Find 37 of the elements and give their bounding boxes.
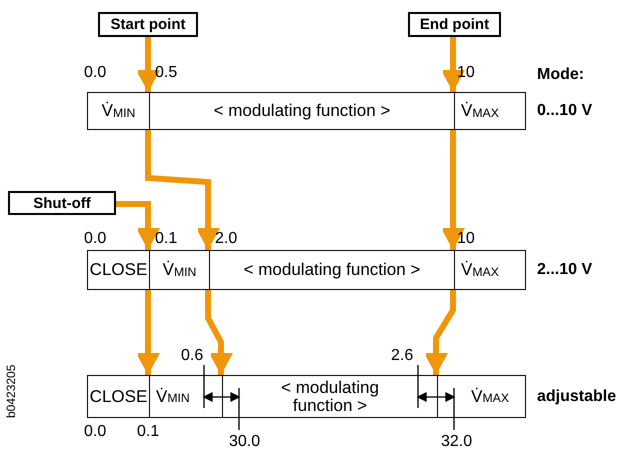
arrow <box>441 130 465 250</box>
scale-bar <box>87 375 526 418</box>
scale-value: 0.1 <box>155 230 178 248</box>
segment-label: < modulating function > <box>280 378 380 414</box>
arrow <box>145 130 220 250</box>
label-box: Start point <box>98 12 198 37</box>
scale-value: 0.6 <box>181 347 204 365</box>
scale-value: 10 <box>457 64 475 82</box>
arrow <box>136 290 160 375</box>
segment-label: CLOSE <box>90 388 148 406</box>
arrow <box>441 37 465 92</box>
scale-value: 0.1 <box>137 423 160 441</box>
mode-label: 2...10 V <box>537 261 592 279</box>
arrow <box>136 37 160 92</box>
scale-value: 10 <box>457 230 475 248</box>
arrow <box>116 201 160 250</box>
mode-label: 0...10 V <box>537 102 592 120</box>
scale-value: 32.0 <box>441 433 472 450</box>
scale-bar <box>87 92 526 130</box>
arrow <box>424 290 456 375</box>
scale-value: 0.0 <box>84 64 106 82</box>
scale-value: 30.0 <box>229 433 260 450</box>
mode-label: adjustable <box>537 388 616 406</box>
segment-label: < modulating function > <box>244 261 420 279</box>
scale-value: 2.0 <box>215 230 238 248</box>
segment-label: < modulating function > <box>214 102 390 120</box>
scale-value: 2.6 <box>391 347 414 365</box>
label-box: Shut-off <box>8 191 116 215</box>
scale-value: 0.0 <box>84 230 106 248</box>
scale-value: 0.5 <box>155 64 178 82</box>
label-box: End point <box>408 12 501 37</box>
scale-value: 0.0 <box>84 423 106 441</box>
drawing-number: b0423205 <box>4 364 18 418</box>
arrow <box>205 290 233 375</box>
segment-label: CLOSE <box>90 261 148 279</box>
scale-bar <box>87 250 526 290</box>
mode-label: Mode: <box>537 66 584 84</box>
